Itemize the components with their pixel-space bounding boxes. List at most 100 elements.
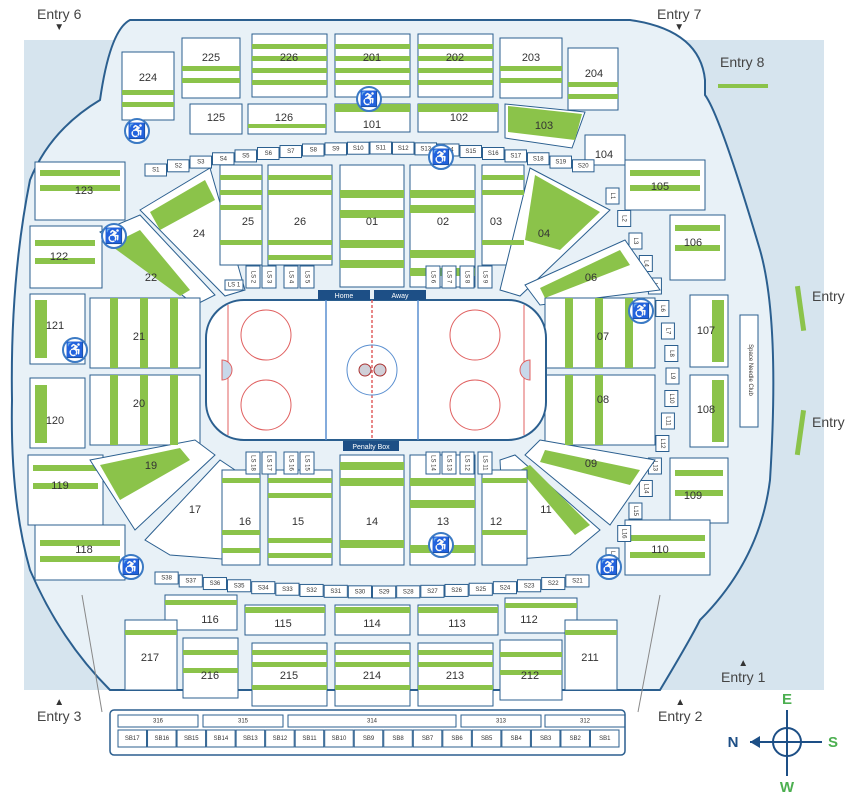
row-box-s8[interactable] xyxy=(302,143,325,157)
l-box-l1[interactable] xyxy=(605,187,620,205)
l-box-l14[interactable] xyxy=(638,480,653,497)
suite-sb15[interactable] xyxy=(176,729,207,748)
row-box-s32[interactable] xyxy=(299,583,324,597)
suite-sb9[interactable] xyxy=(353,729,384,748)
loge-box-ls17[interactable] xyxy=(261,451,277,475)
loge-box-ls13[interactable] xyxy=(441,451,457,475)
row-box-s22[interactable] xyxy=(541,577,566,591)
section-202[interactable] xyxy=(417,33,494,98)
l-box-l2[interactable] xyxy=(617,210,632,227)
row-box-s26[interactable] xyxy=(444,583,469,597)
row-box-s36[interactable] xyxy=(202,577,227,591)
section-12[interactable] xyxy=(481,469,528,566)
section-126[interactable] xyxy=(247,103,327,135)
suite-sb14[interactable] xyxy=(206,729,236,748)
suite-sb10[interactable] xyxy=(324,729,354,748)
entry-1-label[interactable]: ▲Entry 1 xyxy=(721,658,765,685)
entry-6-label[interactable]: Entry 6▼ xyxy=(37,6,81,33)
suite-sb3[interactable] xyxy=(530,729,561,748)
row-box-s16[interactable] xyxy=(482,147,505,160)
loge-box-ls5[interactable] xyxy=(299,265,315,289)
loge-box-ls6[interactable] xyxy=(425,265,441,289)
loge-box-ls9[interactable] xyxy=(477,265,493,289)
space-needle-club[interactable] xyxy=(739,314,759,428)
section-14[interactable] xyxy=(339,454,405,566)
section-24[interactable] xyxy=(139,167,246,297)
row-box-s17[interactable] xyxy=(504,149,527,163)
row-box-s1[interactable] xyxy=(144,163,167,177)
row-box-s29[interactable] xyxy=(372,585,397,599)
suite-sb17[interactable] xyxy=(117,729,148,748)
section-25[interactable] xyxy=(219,164,263,266)
row-box-s25[interactable] xyxy=(468,582,493,596)
suite-315[interactable] xyxy=(202,714,284,728)
section-204[interactable] xyxy=(567,47,619,111)
row-box-s21[interactable] xyxy=(565,574,590,588)
entry-3-label[interactable]: ▲Entry 3 xyxy=(37,697,81,724)
suite-sb5[interactable] xyxy=(471,729,502,748)
row-box-s6[interactable] xyxy=(257,147,280,160)
entry-11-label[interactable]: Entry 11 xyxy=(812,414,849,430)
row-box-s9[interactable] xyxy=(324,142,347,156)
loge-box-ls14[interactable] xyxy=(425,451,441,475)
row-box-s2[interactable] xyxy=(167,159,190,173)
suite-sb8[interactable] xyxy=(383,729,413,748)
l-box-l16[interactable] xyxy=(617,525,632,542)
loge-box-ls2[interactable] xyxy=(245,265,261,289)
row-box-s12[interactable] xyxy=(392,141,415,155)
suite-sb1[interactable] xyxy=(589,729,620,748)
l-box-l12[interactable] xyxy=(655,435,670,452)
loge-box-ls1[interactable] xyxy=(224,279,244,291)
l-box-l9[interactable] xyxy=(665,367,680,385)
row-box-s27[interactable] xyxy=(420,584,445,598)
row-box-s38[interactable] xyxy=(154,571,179,585)
section-15[interactable] xyxy=(267,469,333,566)
suite-sb7[interactable] xyxy=(412,729,443,748)
l-box-l7[interactable] xyxy=(660,322,675,340)
entry-7-label[interactable]: Entry 7▼ xyxy=(657,6,701,33)
suite-sb11[interactable] xyxy=(294,729,325,748)
l-box-l8[interactable] xyxy=(664,345,679,362)
loge-box-ls11[interactable] xyxy=(477,451,493,475)
section-118[interactable] xyxy=(34,524,126,581)
loge-box-ls18[interactable] xyxy=(245,451,261,475)
suite-316[interactable] xyxy=(117,714,199,728)
loge-box-ls12[interactable] xyxy=(459,451,475,475)
row-box-s28[interactable] xyxy=(396,585,421,599)
entry-8-label[interactable]: Entry 8 xyxy=(720,54,764,70)
row-box-s19[interactable] xyxy=(549,155,572,169)
suite-sb6[interactable] xyxy=(442,729,472,748)
loge-box-ls15[interactable] xyxy=(299,451,315,475)
row-box-s37[interactable] xyxy=(178,574,203,588)
loge-box-ls16[interactable] xyxy=(283,451,299,475)
entry-2-label[interactable]: ▲Entry 2 xyxy=(658,697,702,724)
row-box-s7[interactable] xyxy=(279,145,302,159)
suite-sb12[interactable] xyxy=(265,729,295,748)
l-box-l15[interactable] xyxy=(628,502,643,520)
row-box-s33[interactable] xyxy=(275,582,300,596)
loge-box-ls3[interactable] xyxy=(261,265,277,289)
suite-sb2[interactable] xyxy=(560,729,590,748)
entry-10-label[interactable]: Entry 10 xyxy=(812,288,849,304)
row-box-s23[interactable] xyxy=(517,579,542,593)
suite-sb4[interactable] xyxy=(501,729,531,748)
row-box-s35[interactable] xyxy=(227,579,252,593)
section-122[interactable] xyxy=(29,225,103,289)
suite-sb13[interactable] xyxy=(235,729,266,748)
section-110[interactable] xyxy=(624,519,711,576)
l-box-l6[interactable] xyxy=(655,300,670,317)
suite-314[interactable] xyxy=(287,714,457,728)
row-box-s34[interactable] xyxy=(251,581,276,595)
loge-box-ls7[interactable] xyxy=(441,265,457,289)
loge-box-ls4[interactable] xyxy=(283,265,299,289)
section-26[interactable] xyxy=(267,164,333,266)
suite-sb16[interactable] xyxy=(147,729,177,748)
section-226[interactable] xyxy=(251,33,328,98)
section-125[interactable] xyxy=(189,103,243,135)
row-box-s10[interactable] xyxy=(347,141,370,155)
row-box-s5[interactable] xyxy=(234,149,257,163)
l-box-l3[interactable] xyxy=(628,232,643,250)
l-box-l10[interactable] xyxy=(664,390,679,407)
row-box-s30[interactable] xyxy=(347,585,373,599)
row-box-s20[interactable] xyxy=(572,159,595,173)
